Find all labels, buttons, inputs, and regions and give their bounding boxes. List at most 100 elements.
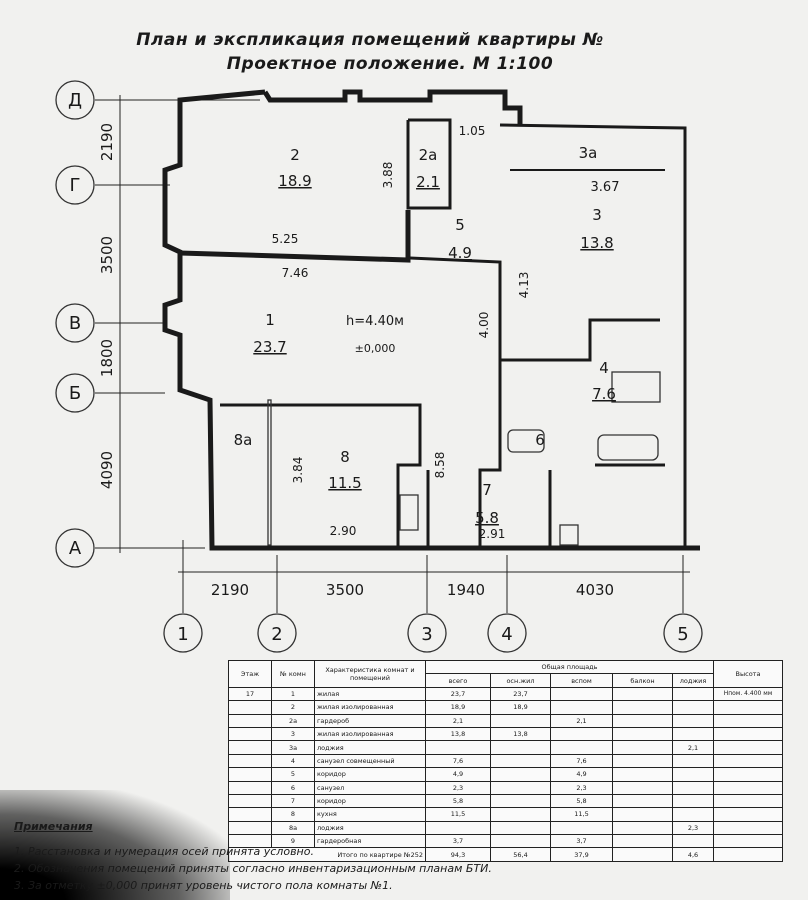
cell-area-aux: 11,5 — [550, 807, 613, 822]
cell-desc: жилая — [314, 686, 426, 702]
cell-desc: коридор — [314, 767, 426, 782]
cell-area-aux: 5,8 — [550, 793, 613, 809]
plan-title: План и экспликация помещений квартиры № — [136, 30, 604, 50]
room-number: 1 — [265, 311, 275, 329]
cell-floor — [228, 740, 272, 755]
cell-floor — [228, 753, 272, 769]
cell-area-balcony — [612, 807, 673, 822]
cell-area-balcony — [612, 753, 673, 769]
walls — [162, 89, 700, 551]
cell-area-balcony — [612, 740, 673, 755]
room-area: 23.7 — [253, 338, 286, 356]
cell-area-loggia — [672, 700, 714, 715]
cell-area-loggia — [672, 807, 714, 822]
cell-height — [713, 793, 783, 809]
cell-area-main — [490, 820, 551, 836]
dimension-left: 2190 — [98, 123, 116, 161]
axis-marker-4 — [487, 613, 527, 653]
cell-desc: жилая изолированная — [314, 726, 426, 742]
axis-marker-B — [55, 373, 95, 413]
cell-area-loggia — [672, 793, 714, 809]
room-number: 4 — [599, 359, 609, 377]
room-area: 4.9 — [448, 244, 472, 262]
room-dimension: 3.67 — [591, 180, 620, 195]
cell-area-main — [490, 780, 551, 795]
cell-desc: гардероб — [314, 713, 426, 728]
header-height: Высота — [713, 660, 783, 688]
cell-room-no: 6 — [271, 780, 315, 795]
cell-desc: санузел совмещенный — [314, 753, 426, 769]
scan-shadow — [0, 790, 230, 900]
cell-area-balcony — [612, 767, 673, 782]
cell-area-main — [490, 807, 551, 822]
cell-area-main — [490, 753, 551, 769]
cell-floor — [228, 793, 272, 809]
inner-dimension: 4.00 — [477, 312, 491, 339]
header-floor: Этаж — [228, 660, 272, 688]
cell-floor — [228, 726, 272, 742]
note-1: 1. Расстановка и нумерация осей принята … — [14, 845, 314, 858]
axis-label-row: В — [69, 313, 81, 334]
ceiling-height: h=4.40м — [346, 314, 404, 329]
cell-area-aux: 3,7 — [550, 834, 613, 849]
cell-area-aux: 2,1 — [550, 713, 613, 728]
header-balcony: балкон — [612, 673, 673, 688]
axis-label-row: Б — [69, 383, 81, 404]
axis-label-col: 3 — [421, 624, 432, 645]
cell-height — [713, 780, 783, 795]
cell-area-balcony — [612, 820, 673, 836]
room-area: 5.8 — [475, 509, 499, 527]
bathtub-fixture — [597, 434, 659, 461]
dimension-bottom: 1940 — [447, 581, 485, 599]
dimension-left: 3500 — [98, 236, 116, 274]
cell-room-no: 2 — [271, 700, 315, 715]
shower-fixture — [611, 371, 661, 403]
cell-area-aux: 2,3 — [550, 780, 613, 795]
room-number: 6 — [535, 431, 545, 449]
explication-table: Этаж № комн Характеристика комнат и поме… — [228, 659, 783, 862]
cell-area-total: 5,8 — [425, 793, 491, 809]
header-room-no: № комн — [271, 660, 315, 688]
axis-label-col: 5 — [677, 624, 688, 645]
room-number: 7 — [482, 481, 492, 499]
cell-floor — [228, 767, 272, 782]
room-number: 3а — [579, 144, 598, 162]
axis-marker-3 — [407, 613, 447, 653]
cell-area-aux — [550, 726, 613, 742]
cell-area-loggia: 2,1 — [672, 740, 714, 755]
cell-height — [713, 713, 783, 728]
room-area: 7.6 — [592, 385, 616, 403]
room-number: 3 — [592, 206, 602, 224]
cell-height — [713, 726, 783, 742]
notes: Примечания 1. Расстановка и нумерация ос… — [14, 818, 492, 894]
axis-label-col: 1 — [177, 624, 188, 645]
axis-label-col: 4 — [501, 624, 512, 645]
cell-area-main — [490, 793, 551, 809]
cell-area-loggia — [672, 780, 714, 795]
inner-dimension: 3.84 — [291, 457, 305, 484]
note-2: 2. Обозначения помещений приняты согласн… — [14, 862, 492, 875]
cell-area-main — [490, 834, 551, 849]
inner-dimension: 3.88 — [381, 162, 395, 189]
cell-room-no: 5 — [271, 767, 315, 782]
header-aux: вспом — [550, 673, 613, 688]
cell-area-loggia — [672, 767, 714, 782]
cell-area-balcony — [612, 713, 673, 728]
cell-room-no: 7 — [271, 793, 315, 809]
cell-area-main — [490, 740, 551, 755]
cell-area-total: 23,7 — [425, 686, 491, 702]
header-loggia: лоджия — [672, 673, 714, 688]
header-desc: Характеристика комнат и помещений — [314, 660, 426, 688]
room-area: 2.1 — [416, 173, 440, 191]
total-row: Итого по квартире №252 94,3 56,4 37,9 4,… — [228, 847, 783, 862]
inner-dimension: 2.91 — [479, 527, 506, 541]
cell-height: Нпом. 4.400 мм — [713, 686, 783, 702]
cell-area-main — [490, 767, 551, 782]
room-number: 5 — [455, 216, 465, 234]
